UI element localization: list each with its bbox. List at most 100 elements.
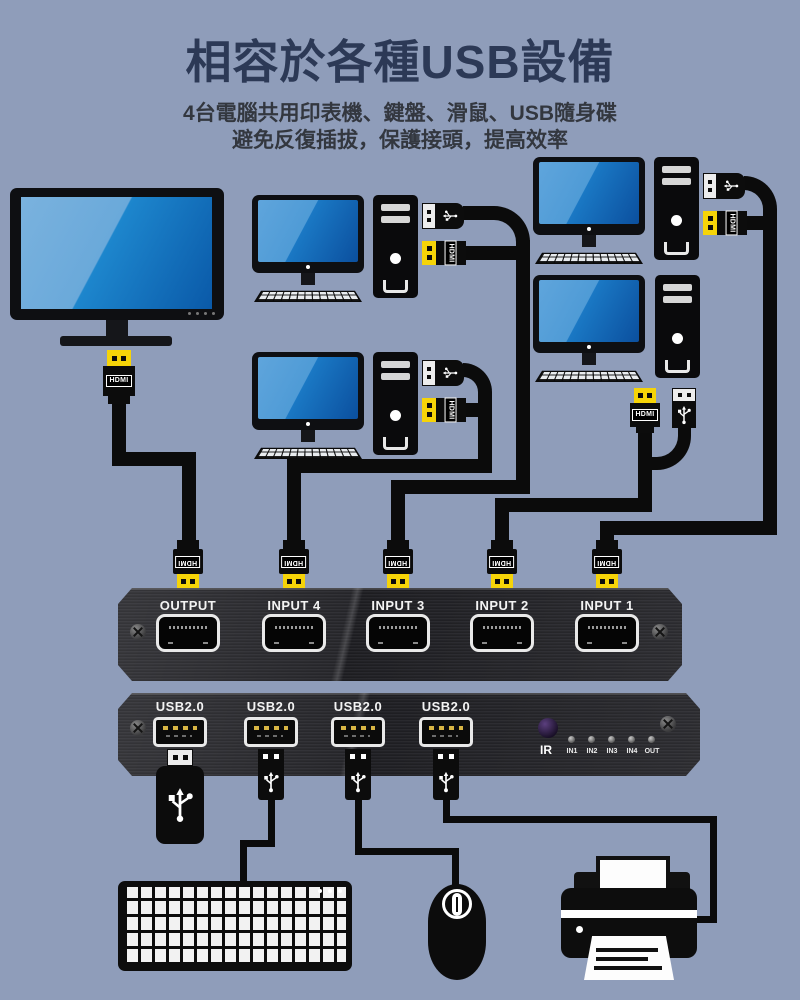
usb-plug-head bbox=[422, 203, 436, 229]
screw bbox=[652, 624, 668, 640]
drive-slot bbox=[662, 178, 691, 185]
led-in1 bbox=[568, 736, 575, 743]
hdmi-plug-contacts bbox=[177, 574, 199, 588]
hdmi-label: HDMI bbox=[281, 555, 307, 568]
usb-hub-panel bbox=[118, 693, 700, 776]
hdmi-plug-contacts bbox=[491, 574, 513, 588]
hdmi-label: HDMI bbox=[445, 397, 457, 423]
bezel-button bbox=[188, 312, 191, 315]
pc-monitor bbox=[252, 195, 364, 273]
usb-port-2 bbox=[244, 717, 298, 747]
hdmi-label: HDMI bbox=[632, 409, 658, 421]
bezel-button bbox=[204, 312, 207, 315]
port-label-output: OUTPUT bbox=[159, 598, 217, 613]
hdmi-label: HDMI bbox=[106, 375, 132, 387]
hdmi-cable bbox=[112, 400, 126, 460]
hdmi-cable bbox=[182, 452, 196, 542]
monitor-stand-neck bbox=[106, 320, 128, 337]
printed-line bbox=[594, 966, 662, 970]
usb-plug bbox=[672, 402, 696, 428]
printer-stripe bbox=[561, 910, 697, 918]
hdmi-cable bbox=[495, 498, 652, 512]
port-label-input1: INPUT 1 bbox=[580, 598, 634, 613]
led-label-in4: IN4 bbox=[626, 748, 638, 755]
hdmi-port-input1 bbox=[575, 614, 639, 652]
printed-line bbox=[596, 957, 648, 961]
usb-flash-drive bbox=[156, 766, 204, 844]
hdmi-plug-contacts bbox=[634, 388, 656, 403]
bezel-button bbox=[212, 312, 215, 315]
tower-vent bbox=[664, 242, 689, 255]
usb-plug-head bbox=[703, 173, 717, 199]
power-button bbox=[390, 410, 401, 421]
keyboard-cable bbox=[240, 840, 247, 884]
hdmi-cable bbox=[391, 480, 530, 494]
printed-line bbox=[596, 948, 658, 952]
pc-tower bbox=[654, 157, 699, 260]
drive-slot bbox=[381, 216, 410, 223]
usb-port-4 bbox=[419, 717, 473, 747]
mouse-cable bbox=[355, 848, 459, 855]
printer-cable bbox=[710, 816, 717, 923]
pc-keyboard-icon bbox=[535, 252, 643, 264]
led-in4 bbox=[628, 736, 635, 743]
drive-slot bbox=[662, 166, 691, 173]
monitor-logo-dot bbox=[306, 422, 310, 426]
hdmi-plug-contacts bbox=[422, 398, 436, 422]
hdmi-plug: HDMI bbox=[717, 210, 747, 236]
keyboard-indicator-light bbox=[318, 889, 322, 893]
pc-tower bbox=[373, 195, 418, 298]
hdmi-cable bbox=[287, 459, 492, 473]
hdmi-cable bbox=[600, 521, 777, 535]
tower-vent bbox=[383, 437, 408, 450]
hdmi-plug-contacts bbox=[703, 211, 717, 235]
usb-label-3: USB2.0 bbox=[333, 699, 383, 714]
hdmi-port-input4 bbox=[262, 614, 326, 652]
pc-keyboard-icon bbox=[254, 290, 362, 302]
hdmi-cable bbox=[600, 521, 614, 542]
hdmi-port-input3 bbox=[366, 614, 430, 652]
usb-plug bbox=[345, 764, 371, 800]
led-label-in1: IN1 bbox=[566, 748, 578, 755]
hdmi-plug-output: HDMI bbox=[173, 540, 203, 590]
hdmi-plug: HDMI bbox=[630, 403, 660, 427]
usb-plug-head bbox=[672, 388, 696, 402]
port-label-input4: INPUT 4 bbox=[267, 598, 321, 613]
power-button bbox=[671, 215, 682, 226]
printer-cable bbox=[443, 798, 450, 822]
monitor-stand-neck bbox=[582, 235, 596, 247]
hdmi-cable bbox=[763, 212, 777, 535]
drive-slot bbox=[663, 296, 692, 303]
usb-port-3 bbox=[331, 717, 385, 747]
port-label-input2: INPUT 2 bbox=[475, 598, 529, 613]
usb-label-2: USB2.0 bbox=[246, 699, 296, 714]
monitor-screen bbox=[539, 162, 639, 224]
led-out bbox=[648, 736, 655, 743]
keyboard bbox=[118, 881, 352, 971]
usb-plug bbox=[436, 360, 464, 386]
hdmi-cable bbox=[287, 459, 301, 542]
hdmi-plug-input4: HDMI bbox=[279, 540, 309, 590]
pc-monitor bbox=[533, 275, 645, 353]
monitor-logo-dot bbox=[306, 265, 310, 269]
led-in2 bbox=[588, 736, 595, 743]
led-label-in3: IN3 bbox=[606, 748, 618, 755]
tower-vent bbox=[383, 280, 408, 293]
printer-led bbox=[576, 926, 583, 933]
tower-vent bbox=[665, 360, 690, 373]
monitor-stand-neck bbox=[301, 430, 315, 442]
hdmi-plug: HDMI bbox=[436, 240, 466, 266]
port-label-input3: INPUT 3 bbox=[371, 598, 425, 613]
monitor-screen bbox=[539, 280, 639, 342]
led-in3 bbox=[608, 736, 615, 743]
printer-paper-out bbox=[584, 936, 674, 980]
mouse bbox=[428, 884, 486, 980]
hdmi-port-input2 bbox=[470, 614, 534, 652]
hdmi-label: HDMI bbox=[726, 210, 738, 236]
monitor-stand-neck bbox=[582, 353, 596, 365]
subtitle-line-1: 4台電腦共用印表機、鍵盤、滑鼠、USB隨身碟 bbox=[182, 102, 617, 125]
ir-receiver bbox=[538, 718, 558, 738]
monitor-screen bbox=[258, 200, 358, 262]
drive-slot bbox=[381, 204, 410, 211]
